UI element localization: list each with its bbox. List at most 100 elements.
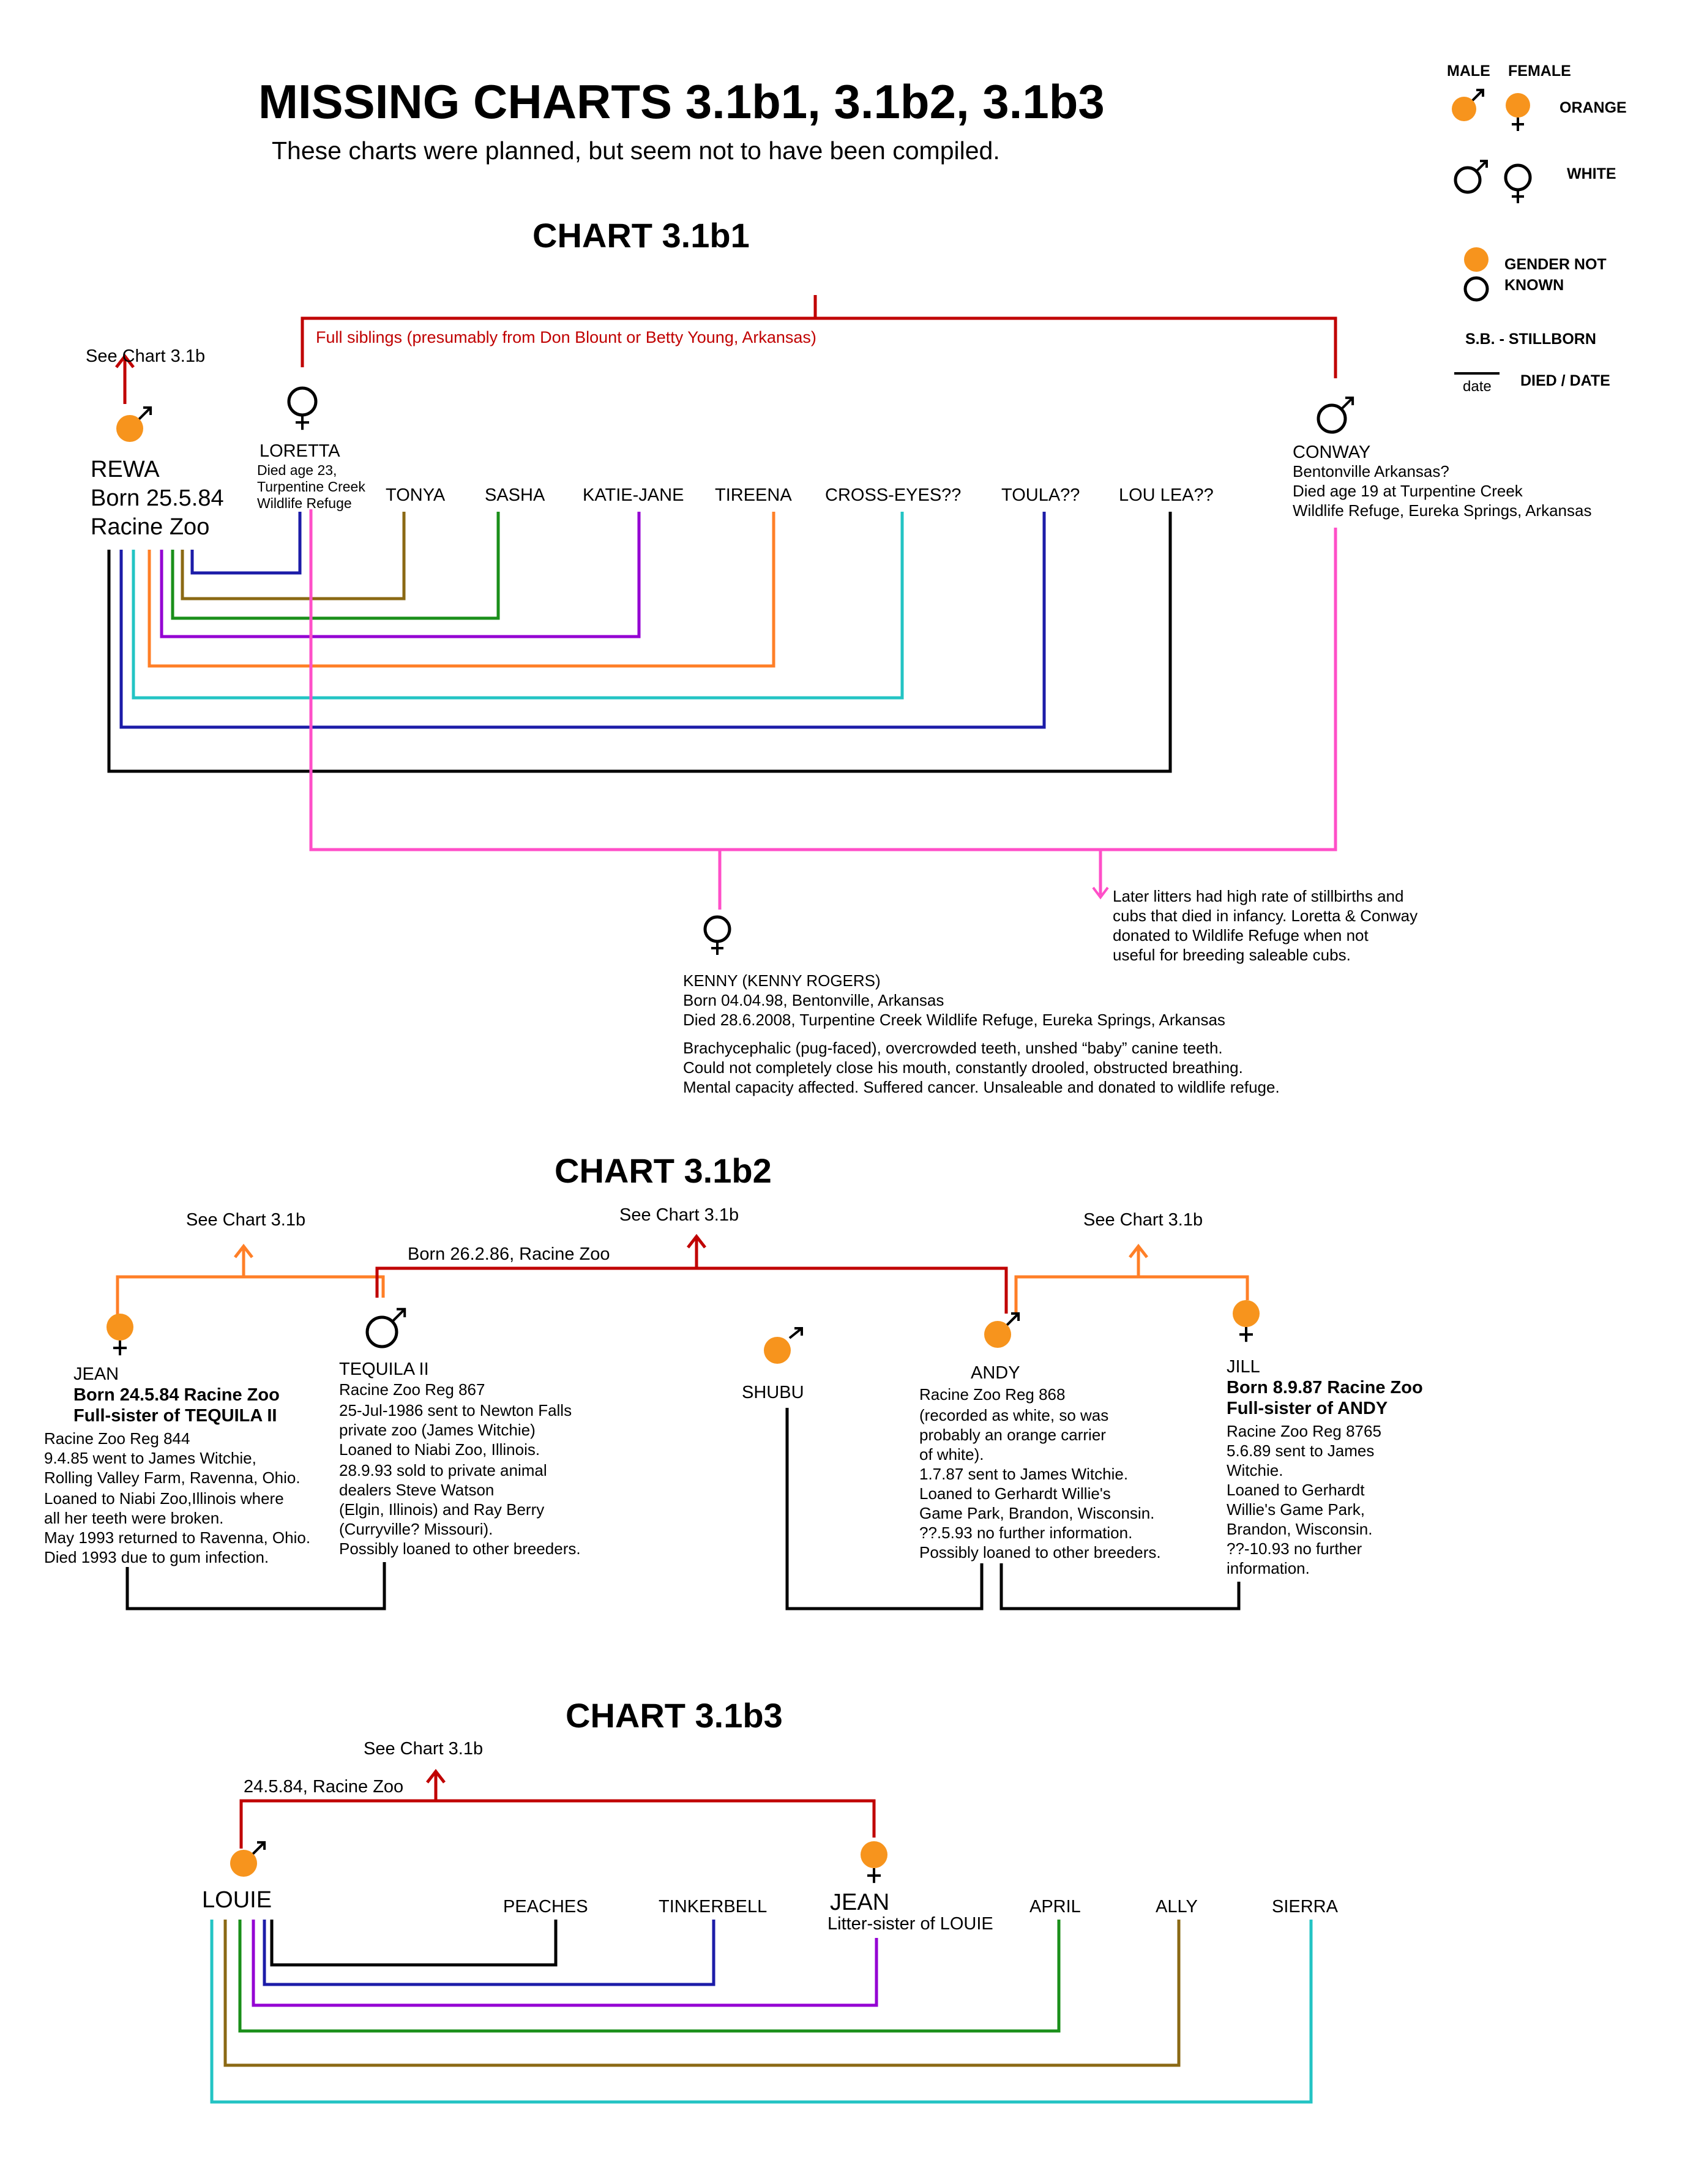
jill-info-4: Loaned to Gerhardt	[1227, 1481, 1365, 1499]
conway-note-2: Died age 19 at Turpentine Creek	[1293, 482, 1523, 500]
andy-info-5: 1.7.87 sent to James Witchie.	[919, 1465, 1129, 1483]
chart-3-1b2-see-ref-right: See Chart 3.1b	[1083, 1210, 1203, 1230]
andy-male-icon-arrow-shaft	[1006, 1312, 1020, 1326]
legend-unknown-orange-icon	[1464, 247, 1489, 272]
connector-sierra	[210, 1920, 1313, 2104]
kenny-name: KENNY (KENNY ROGERS)	[683, 971, 881, 990]
jill-info-5: Willie's Game Park,	[1227, 1500, 1365, 1519]
rewa-ref-arrow	[115, 353, 135, 368]
later-note-1: Later litters had high rate of stillbirt…	[1113, 887, 1404, 905]
jill-info-6: Brandon, Wisconsin.	[1227, 1520, 1373, 1538]
connector-peaches	[270, 1920, 558, 1967]
shubu-name: SHUBU	[742, 1383, 804, 1402]
chart-3-1b3-see-ref: See Chart 3.1b	[364, 1739, 484, 1759]
andy-male-icon-body	[984, 1321, 1011, 1348]
jean-name: JEAN	[73, 1364, 119, 1384]
tequila-info-9: Possibly loaned to other breeders.	[339, 1539, 581, 1558]
andy-info-4: of white).	[919, 1445, 984, 1464]
tequila-andy-bracket	[375, 1266, 1008, 1314]
tequila-name: TEQUILA II	[339, 1359, 429, 1379]
offspring-ally: ALLY	[1156, 1897, 1198, 1917]
tequila-info-6: dealers Steve Watson	[339, 1481, 495, 1499]
tequila-born-note: Born 26.2.86, Racine Zoo	[408, 1244, 610, 1264]
offspring-tonya: TONYA	[386, 485, 446, 505]
shubu-andy-mating	[785, 1408, 984, 1610]
conway-male-icon-body	[1317, 403, 1347, 434]
louie-jean-ref-arrow	[426, 1768, 446, 1784]
sibling-bracket	[301, 316, 1337, 378]
kenny-desc-2: Could not completely close his mouth, co…	[683, 1058, 1243, 1077]
legend-male-white-icon-arrow-shaft	[1475, 160, 1488, 173]
andy-jill-ref-arrow	[1129, 1243, 1148, 1258]
louie-male-icon-body	[230, 1850, 257, 1877]
legend-stillborn: S.B. - STILLBORN	[1465, 331, 1596, 348]
offspring-cross-eyes: CROSS-EYES??	[825, 485, 962, 505]
andy-jill-mating	[999, 1563, 1241, 1610]
offspring-peaches: PEACHES	[503, 1897, 588, 1917]
jill-name: JILL	[1227, 1357, 1260, 1377]
legend-female-white-icon-body	[1504, 163, 1532, 192]
later-note-arrow	[1092, 886, 1109, 900]
connector-april	[238, 1920, 1061, 2033]
jean-full-sister: Full-sister of TEQUILA II	[73, 1406, 277, 1426]
chart-3-1b2-see-ref-left: See Chart 3.1b	[186, 1210, 306, 1230]
connector-loretta-conway	[309, 509, 1337, 851]
siblings-note: Full siblings (presumably from Don Bloun…	[316, 328, 816, 346]
jill-born: Born 8.9.87 Racine Zoo	[1227, 1378, 1423, 1397]
louie-born-note: 24.5.84, Racine Zoo	[244, 1777, 404, 1797]
andy-info-6: Loaned to Gerhardt Willie's	[919, 1484, 1111, 1503]
legend-male-orange-icon-arrow-head	[1476, 89, 1484, 97]
shubu-arrow-shaft	[788, 1327, 803, 1339]
rewa-male-icon-arrow-shaft	[138, 406, 152, 421]
jill-female-icon-body	[1233, 1300, 1260, 1327]
legend-white-label: WHITE	[1567, 165, 1616, 182]
andy-info-7: Game Park, Brandon, Wisconsin.	[919, 1504, 1155, 1522]
jill-info-7: ??-10.93 no further	[1227, 1539, 1362, 1558]
jean-info-1: Racine Zoo Reg 844	[44, 1429, 190, 1448]
connector-sasha	[171, 512, 500, 620]
chart3-jean-name: JEAN	[830, 1890, 890, 1915]
tequila-info-5: 28.9.93 sold to private animal	[339, 1461, 547, 1479]
tequila-male-icon-arrow-head	[397, 1307, 406, 1317]
loretta-note-2: Turpentine Creek	[257, 479, 365, 495]
offspring-april: APRIL	[1029, 1897, 1081, 1917]
later-note-4: useful for breeding saleable cubs.	[1113, 946, 1351, 964]
rewa-born: Born 25.5.84	[91, 485, 224, 511]
jill-info-3: Witchie.	[1227, 1461, 1283, 1479]
connector-ally	[223, 1920, 1181, 2067]
andy-male-icon-arrow-head	[1011, 1312, 1020, 1321]
conway-note-3: Wildlife Refuge, Eureka Springs, Arkansa…	[1293, 501, 1592, 520]
rewa-male-icon-arrow-head	[143, 406, 152, 415]
connector-tireena	[148, 512, 775, 668]
later-note-3: donated to Wildlife Refuge when not	[1113, 926, 1369, 944]
kenny-desc-3: Mental capacity affected. Suffered cance…	[683, 1078, 1280, 1096]
connector-lou-lea	[107, 512, 1172, 773]
offspring-tireena: TIREENA	[715, 485, 792, 505]
conway-note-1: Bentonville Arkansas?	[1293, 462, 1449, 481]
tequila-male-icon-body	[365, 1315, 398, 1348]
andy-info-3: probably an orange carrier	[919, 1426, 1106, 1444]
connector-cross-eyes	[132, 512, 904, 700]
chart3-jean-note: Litter-sister of LOUIE	[827, 1914, 993, 1934]
andy-info-2: (recorded as white, so was	[919, 1406, 1109, 1424]
page-subtitle: These charts were planned, but seem not …	[272, 136, 1000, 165]
page-title: MISSING CHARTS 3.1b1, 3.1b2, 3.1b3	[258, 75, 1105, 129]
loretta-note-1: Died age 23,	[257, 462, 337, 478]
connector-loretta-dark	[190, 512, 302, 575]
louie-male-icon-arrow-head	[257, 1841, 266, 1850]
jean-info-4: Loaned to Niabi Zoo,Illinois where	[44, 1489, 284, 1508]
tequila-info-3: private zoo (James Witchie)	[339, 1421, 536, 1439]
connector-jean-litter	[252, 1920, 878, 2007]
connector-tinkerbell	[263, 1920, 715, 1986]
conway-name: CONWAY	[1293, 443, 1371, 462]
andy-info-9: Possibly loaned to other breeders.	[919, 1543, 1161, 1561]
kenny-born: Born 04.04.98, Bentonville, Arkansas	[683, 991, 944, 1009]
offspring-katie-jane: KATIE-JANE	[583, 485, 684, 505]
jean-info-7: Died 1993 due to gum infection.	[44, 1548, 269, 1566]
tequila-info-7: (Elgin, Illinois) and Ray Berry	[339, 1500, 545, 1519]
andy-info-1: Racine Zoo Reg 868	[919, 1385, 1066, 1404]
connector-tonya	[181, 512, 406, 600]
louie-male-icon-arrow-shaft	[252, 1841, 266, 1855]
andy-name: ANDY	[971, 1363, 1020, 1383]
